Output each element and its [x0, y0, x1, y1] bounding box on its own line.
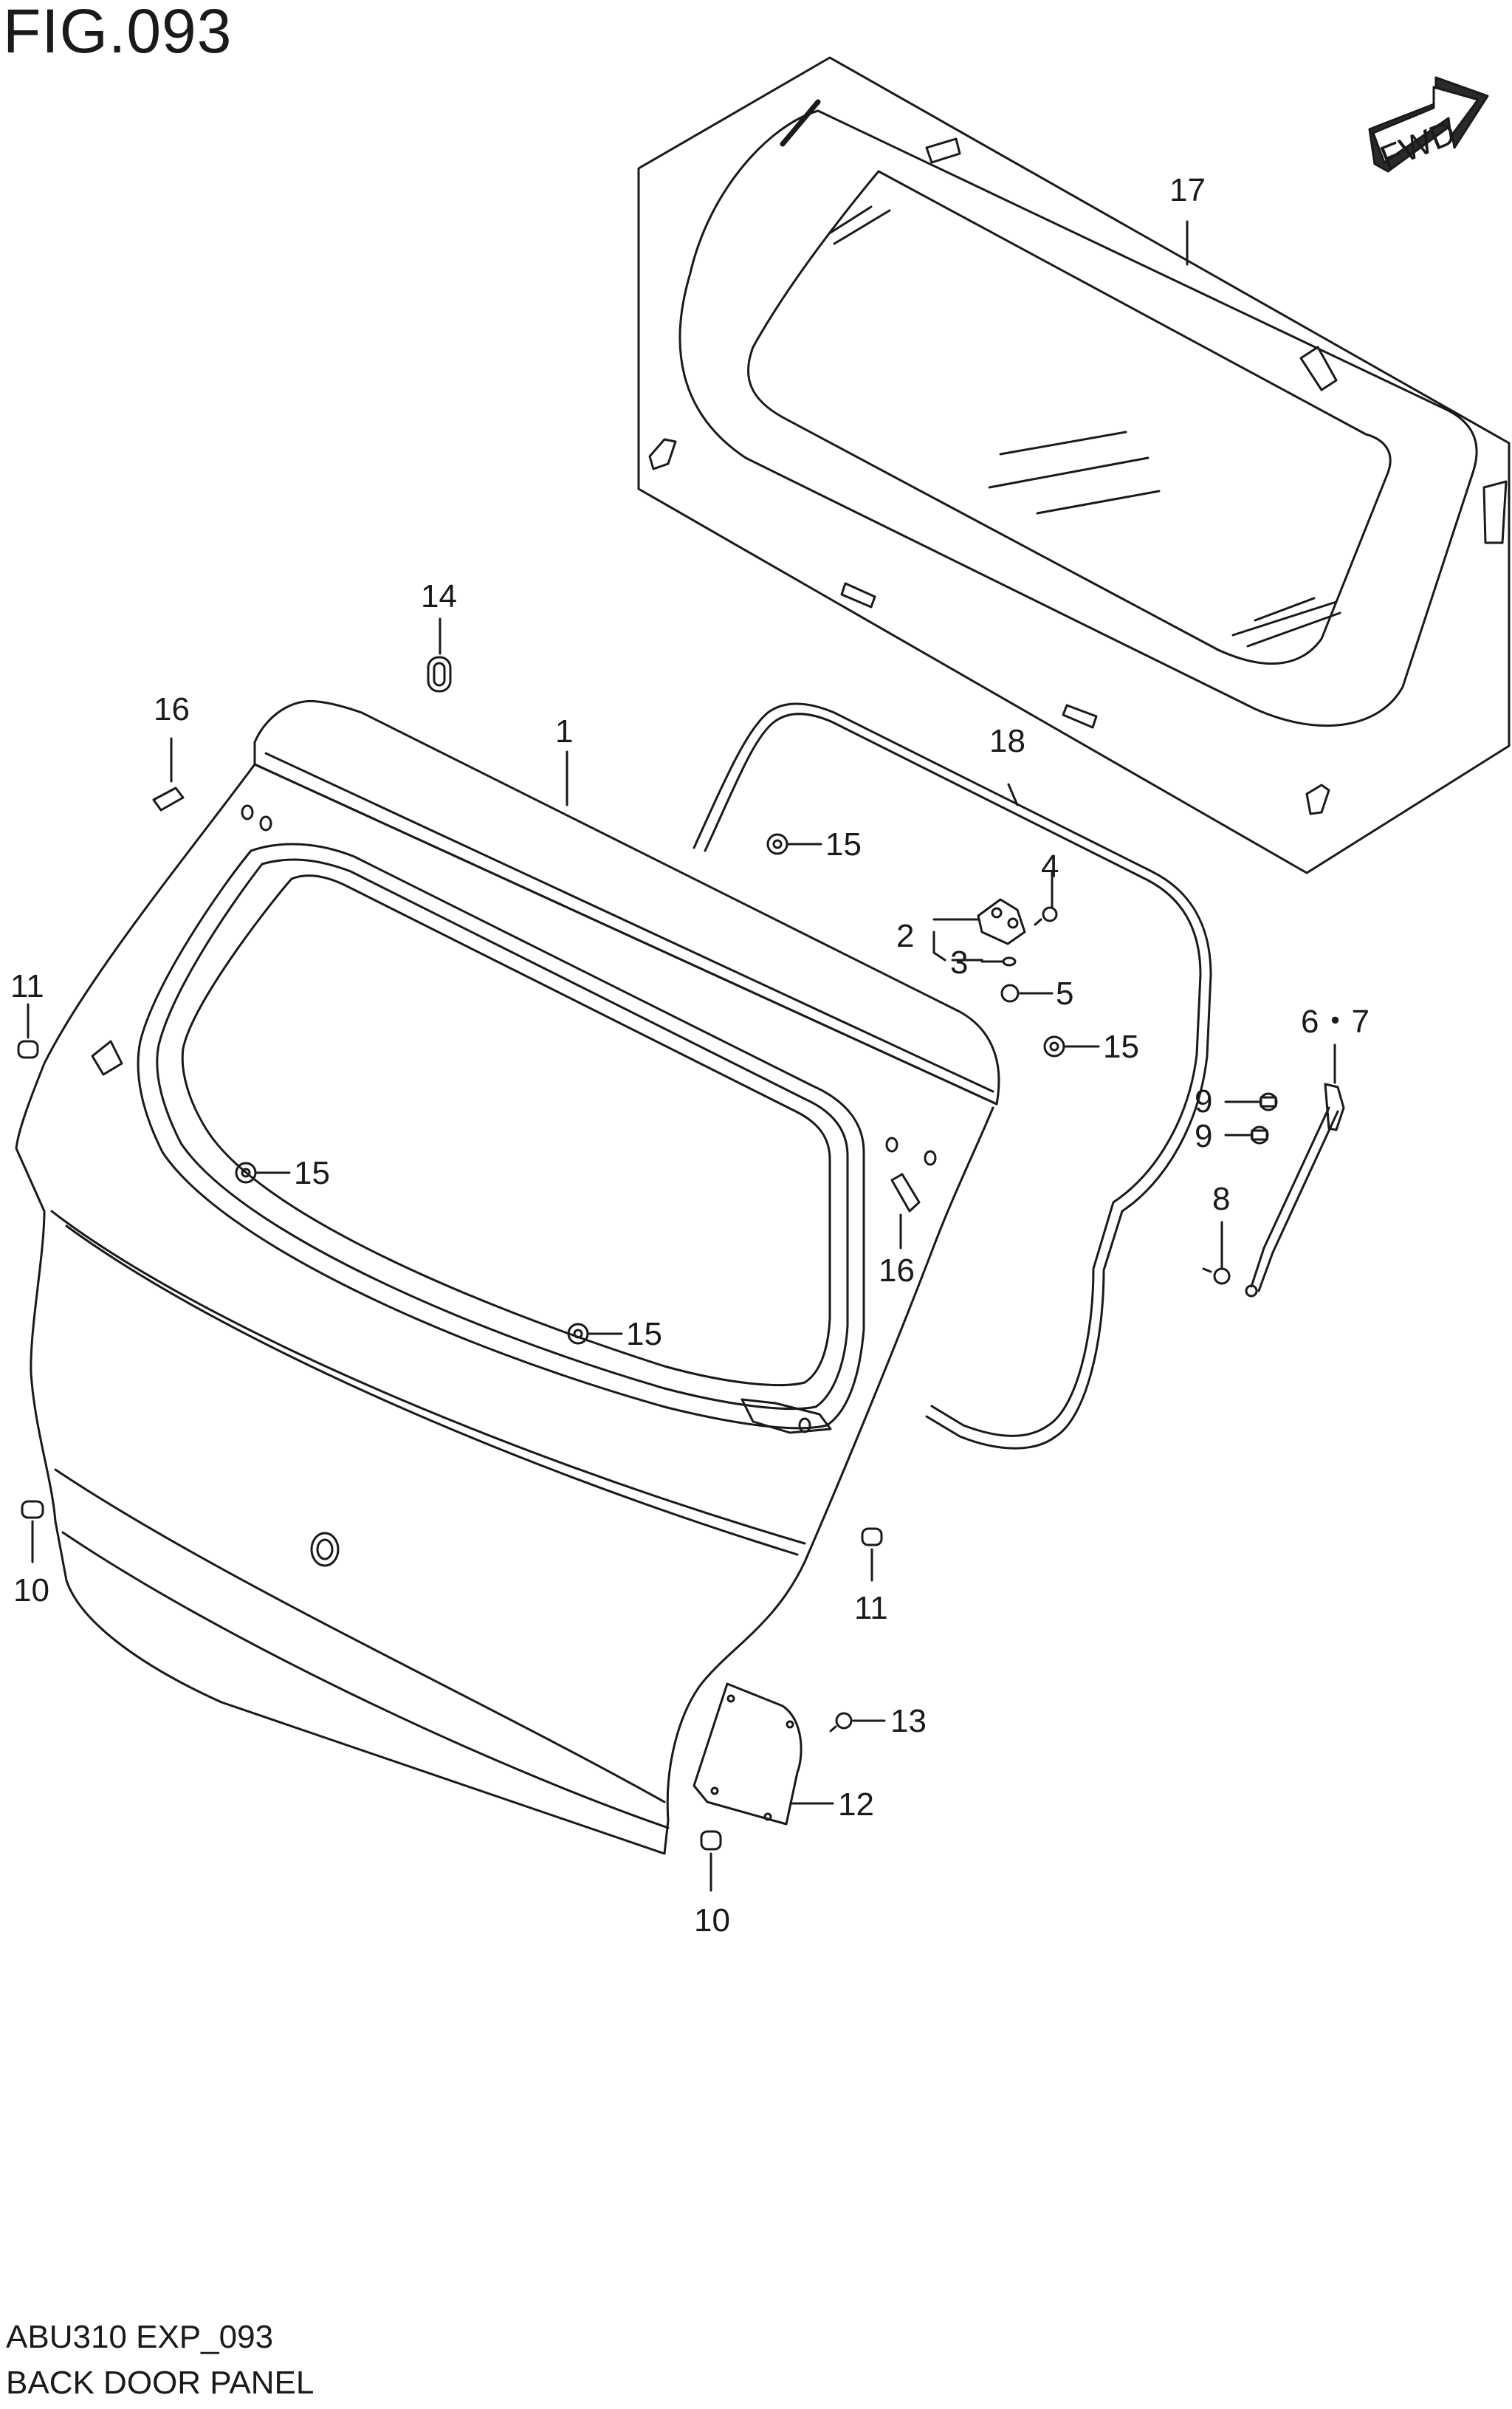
back-window-glass — [637, 56, 1511, 874]
callout-1: 1 — [555, 713, 573, 750]
nut-15-bottom — [567, 1323, 623, 1345]
callout-15-mid: 15 — [1103, 1029, 1139, 1065]
callout-11-right: 11 — [854, 1590, 888, 1626]
callout-14: 14 — [421, 578, 457, 614]
callout-13: 13 — [890, 1703, 927, 1739]
bolt-9-lower — [1224, 1125, 1269, 1145]
callout-4: 4 — [1041, 849, 1059, 885]
callout-6-7: 6・7 — [1301, 1004, 1370, 1040]
fwd-badge: FWD — [1368, 76, 1489, 177]
bumper-11-right — [861, 1527, 883, 1582]
footer-name: BACK DOOR PANEL — [6, 2365, 315, 2401]
callout-15-left: 15 — [294, 1155, 330, 1191]
weatherstrip — [693, 702, 1212, 1450]
callout-15-top: 15 — [825, 826, 862, 863]
callout-12: 12 — [838, 1786, 874, 1823]
nut-15-left — [235, 1162, 291, 1184]
bolt-9-upper — [1224, 1092, 1278, 1111]
callout-10-bottom: 10 — [694, 1902, 730, 1939]
clip-16-left — [152, 737, 185, 812]
back-door-panel — [15, 699, 1000, 1855]
clip-16-right — [890, 1173, 921, 1250]
bolt-8 — [1202, 1221, 1231, 1285]
callout-9-lower: 9 — [1195, 1118, 1212, 1154]
callout-17: 17 — [1169, 172, 1206, 208]
gas-strut-6-7 — [1245, 1044, 1345, 1298]
callout-5: 5 — [1056, 976, 1073, 1012]
grommet-14 — [427, 617, 452, 693]
nut-15-top — [766, 833, 822, 855]
callout-9-upper: 9 — [1195, 1083, 1212, 1120]
bolt-4 — [1034, 871, 1058, 926]
figure-title: FIG.093 — [3, 0, 233, 66]
callout-11-left: 11 — [10, 968, 44, 1004]
callout-15-bottom: 15 — [626, 1316, 662, 1352]
callout-10-left: 10 — [13, 1572, 49, 1608]
callout-2: 2 — [896, 918, 914, 954]
bolt-13 — [829, 1712, 886, 1733]
stopper-10-bottom — [700, 1830, 722, 1892]
nut-5 — [1000, 984, 1054, 1003]
callout-3: 3 — [950, 945, 968, 981]
callout-16-right: 16 — [879, 1253, 915, 1289]
callout-16-left: 16 — [154, 691, 190, 727]
callout-18: 18 — [989, 723, 1025, 759]
stopper-10-left — [21, 1500, 44, 1563]
callout-8: 8 — [1212, 1181, 1230, 1217]
bumper-11-left — [17, 1003, 39, 1059]
footer-code: ABU310 EXP_093 — [6, 2319, 274, 2355]
nut-15-mid — [1043, 1035, 1100, 1058]
hinge-2 — [932, 898, 1026, 962]
cover-plate — [693, 1682, 834, 1826]
washer-3 — [980, 956, 1017, 967]
